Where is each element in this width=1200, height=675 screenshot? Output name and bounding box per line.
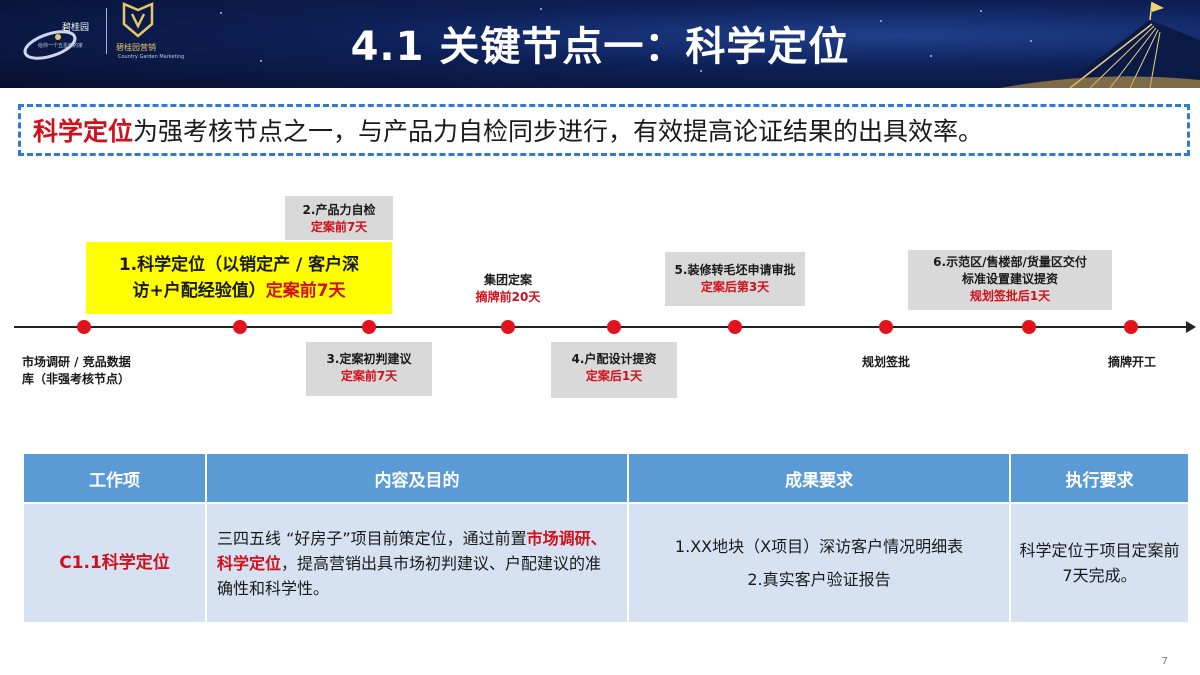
timeline-node-planning-approval: 规划签批 — [861, 355, 910, 369]
node-label-line2: 标准设置建议提资 — [961, 272, 1058, 286]
summary-box: 科学定位为强考核节点之一，与产品力自检同步进行，有效提高论证结果的出具效率。 — [18, 104, 1190, 156]
page-number: 7 — [1161, 656, 1168, 667]
header-banner: 碧桂园 给你一个五星级的家 碧桂园营销 Country Garden Marke… — [0, 0, 1200, 88]
node-time: 定案前7天 — [310, 220, 368, 234]
node-label: 5.装修转毛坯申请审批 — [674, 263, 796, 277]
work-item-cell: C1.1科学定位 — [22, 502, 207, 624]
result-cell: 1.XX地块（X项目）深访客户情况明细表 2.真实客户验证报告 — [627, 502, 1011, 624]
timeline-node-renovation-approval: 5.装修转毛坯申请审批 定案后第3天 — [665, 252, 805, 306]
table-header-row: 工作项 内容及目的 成果要求 执行要求 — [22, 452, 1190, 504]
table-row: C1.1科学定位 三四五线 “好房子”项目前策定位，通过前置市场调研、科学定位，… — [22, 502, 1190, 624]
node-time: 规划签批后1天 — [969, 289, 1051, 303]
logo-marketing-sub: Country Garden Marketing — [118, 54, 185, 60]
timeline-dot-preliminary-judgment — [362, 320, 376, 334]
node-time: 定案后第3天 — [700, 280, 770, 294]
timeline-node-unit-design: 4.户配设计提资 定案后1天 — [551, 342, 677, 398]
timeline-node-land-start: 摘牌开工 — [1107, 355, 1156, 369]
result-item-2: 2.真实客户验证报告 — [747, 570, 891, 589]
node-label-line2: 库（非强考核节点） — [22, 372, 131, 386]
table-header-cell: 内容及目的 — [205, 452, 629, 504]
timeline-dot-planning-approval — [879, 320, 893, 334]
table-header-cell: 成果要求 — [627, 452, 1011, 504]
node-label-line1: 1.科学定位（以销定产 / 客户深 — [118, 255, 360, 275]
node-time: 摘牌前20天 — [475, 290, 541, 304]
node-label: 集团定案 — [483, 273, 532, 287]
swoosh-logo-icon — [23, 30, 77, 60]
timeline-dot-delivery-standard — [1022, 320, 1036, 334]
timeline-node-preliminary-judgment: 3.定案初判建议 定案前7天 — [306, 342, 432, 396]
table-header-cell: 执行要求 — [1009, 452, 1190, 504]
timeline-node-group-decision: 集团定案 摘牌前20天 — [455, 272, 561, 306]
timeline-axis — [14, 326, 1194, 328]
summary-highlight: 科学定位 — [33, 117, 134, 146]
timeline-dot-group-decision — [501, 320, 515, 334]
result-item-1: 1.XX地块（X项目）深访客户情况明细表 — [674, 537, 964, 556]
logo-brand-text: 碧桂园 — [62, 23, 90, 33]
content-cell: 三四五线 “好房子”项目前策定位，通过前置市场调研、科学定位，提高营销出具市场初… — [205, 502, 629, 624]
node-time: 定案前7天 — [340, 369, 398, 383]
content-text-post: ，提高营销出具市场初判建议、户配建议的准确性和科学性。 — [217, 553, 602, 598]
node-label: 4.户配设计提资 — [571, 352, 657, 366]
shield-logo-icon — [122, 2, 154, 38]
content-text-pre: 三四五线 “好房子”项目前策定位，通过前置 — [217, 528, 527, 548]
company-logo — [18, 14, 88, 74]
timeline-dot-unit-design — [607, 320, 621, 334]
node-label: 3.定案初判建议 — [326, 352, 412, 366]
timeline-dot-land-start — [1124, 320, 1138, 334]
logo-brand-slogan: 给你一个五星级的家 — [38, 43, 84, 49]
table-header-cell: 工作项 — [22, 452, 207, 504]
timeline-arrow-icon — [1186, 321, 1196, 333]
node-time: 定案前7天 — [265, 281, 346, 301]
timeline-node-market-research: 市场调研 / 竞品数据 库（非强考核节点） — [22, 354, 172, 388]
timeline-dot-renovation-approval — [728, 320, 742, 334]
work-item-table: 工作项 内容及目的 成果要求 执行要求 C1.1科学定位 三四五线 “好房子”项… — [22, 452, 1190, 624]
timeline-dot-market-research — [77, 320, 91, 334]
node-label-line1: 6.示范区/售楼部/货量区交付 — [933, 255, 1087, 269]
node-label-line2: 访+户配经验值） — [132, 281, 266, 301]
summary-text: 为强考核节点之一，与产品力自检同步进行，有效提高论证结果的出具效率。 — [133, 117, 984, 146]
timeline-node-delivery-standard: 6.示范区/售楼部/货量区交付 标准设置建议提资 规划签批后1天 — [908, 250, 1112, 310]
logo-marketing-text: 碧桂园营销 — [116, 43, 156, 52]
node-time: 定案后1天 — [585, 369, 643, 383]
timeline-dot-scientific-positioning — [233, 320, 247, 334]
page-title: 4.1 关键节点一：科学定位 — [350, 24, 850, 70]
node-label: 2.产品力自检 — [302, 203, 376, 217]
content-text-highlight: 市场调研、科学定位 — [217, 528, 607, 573]
execution-cell: 科学定位于项目定案前7天完成。 — [1009, 502, 1190, 624]
logo-divider — [106, 8, 107, 54]
timeline-node-product-check: 2.产品力自检 定案前7天 — [285, 196, 393, 240]
timeline-node-scientific-positioning: 1.科学定位（以销定产 / 客户深 访+户配经验值）定案前7天 — [86, 242, 392, 314]
node-label-line1: 市场调研 / 竞品数据 — [22, 355, 131, 369]
tower-decoration-icon — [1000, 1, 1200, 88]
